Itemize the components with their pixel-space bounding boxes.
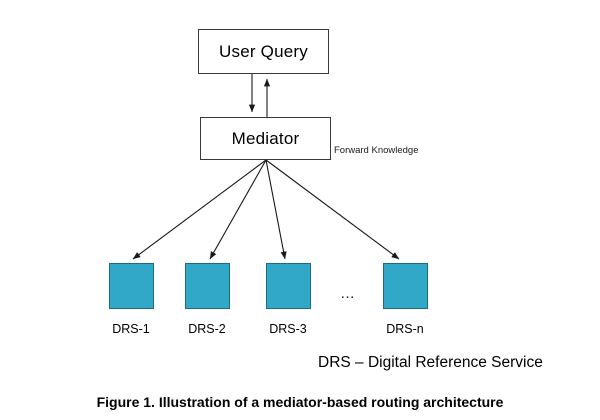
node-user-query-label: User Query [219,42,308,61]
node-drs-2[interactable] [185,263,230,309]
node-drs-1[interactable] [109,263,154,309]
forward-knowledge-label: Forward Knowledge [334,145,419,156]
legend-drs-expansion: DRS – Digital Reference Service [318,354,543,371]
node-drs-n[interactable] [383,263,428,309]
figure-caption: Figure 1. Illustration of a mediator-bas… [96,394,504,410]
edge-mediator-to-drs-3 [265,159,287,260]
edge-mediator-to-drs-2 [209,159,267,260]
node-drs-2-label: DRS-2 [188,322,226,336]
node-drs-3[interactable] [266,263,311,309]
node-user-query[interactable]: User Query [198,29,329,74]
edge-mediator-to-drs-n [265,159,400,260]
node-mediator-label: Mediator [231,129,300,148]
node-drs-n-label: DRS-n [386,322,424,336]
edge-mediator-to-drs-1 [132,159,267,260]
ellipsis-label: … [340,285,356,302]
node-mediator[interactable]: Mediator [200,117,331,160]
node-drs-1-label: DRS-1 [112,322,150,336]
node-drs-3-label: DRS-3 [269,322,307,336]
